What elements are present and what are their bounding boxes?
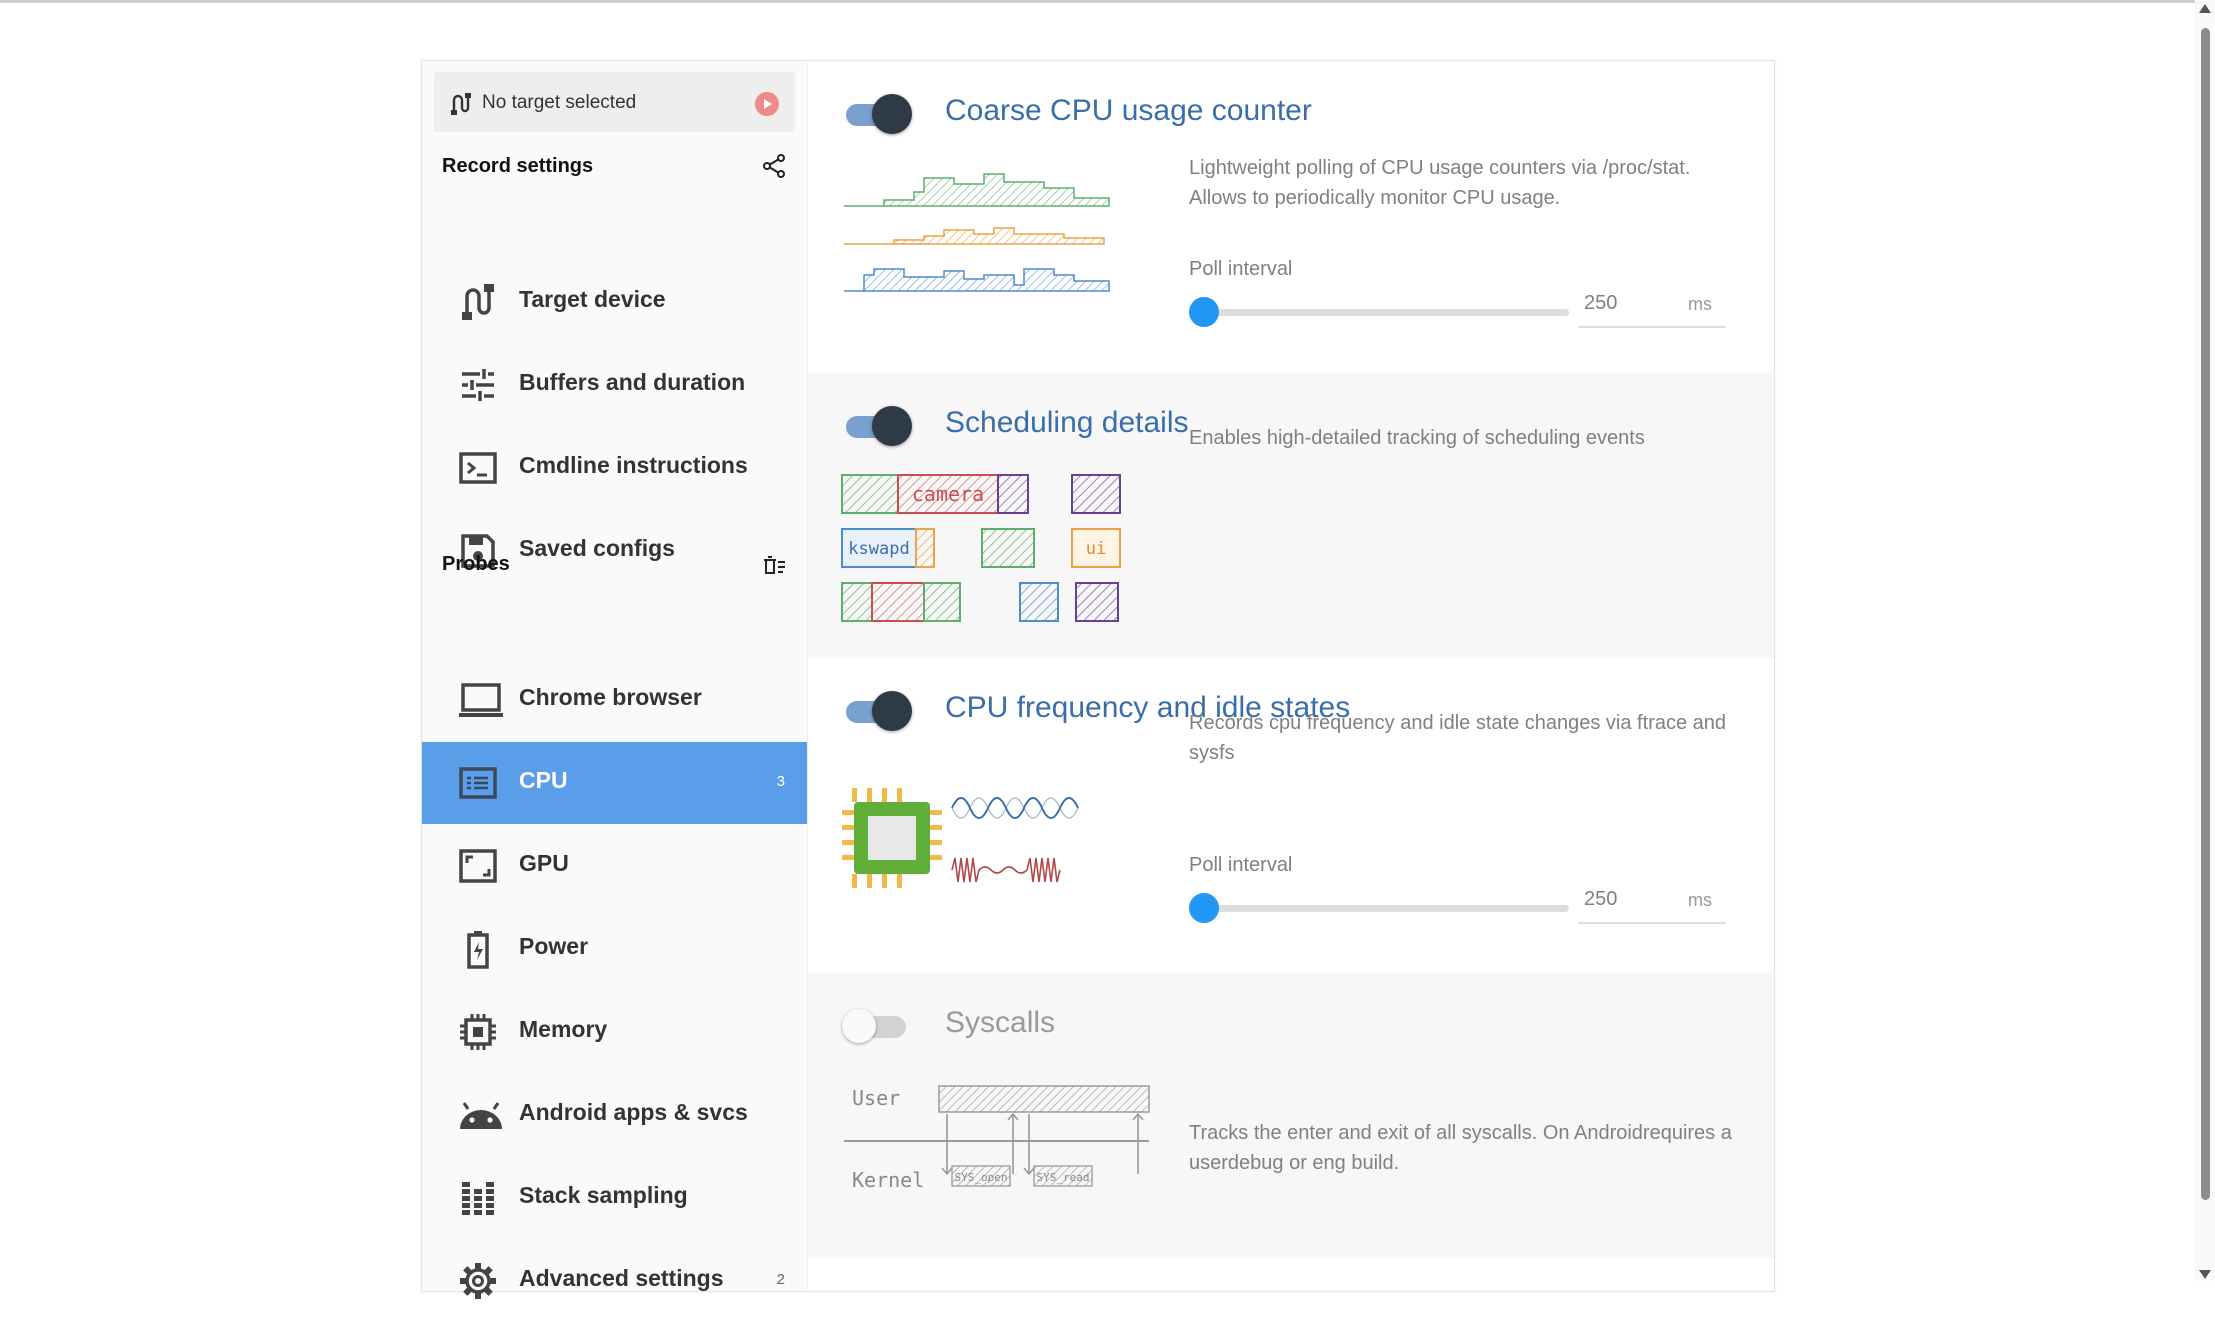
probe-description: Tracks the enter and exit of all syscall…: [1189, 1122, 1732, 1174]
stack-icon: [458, 1178, 498, 1218]
scroll-down-icon[interactable]: [2199, 1270, 2211, 1279]
tune-icon: [458, 365, 498, 405]
cpu-frequency-toggle[interactable]: [842, 691, 912, 731]
sys-open-label: SYS_open: [955, 1171, 1008, 1184]
coarse-cpu-toggle[interactable]: [842, 94, 912, 134]
cpu-frequency-illustration: [842, 788, 1079, 888]
sidebar-item-label: Power: [519, 933, 589, 959]
share-icon[interactable]: [761, 153, 787, 179]
target-label: No target selected: [482, 92, 637, 113]
sidebar-item-label: Target device: [519, 286, 666, 312]
probe-title: Scheduling details: [945, 406, 1189, 439]
probe-syscalls: Syscalls User Kernel SYS_open SYS_: [808, 973, 1774, 1258]
probe-title: CPU frequency and idle states: [945, 691, 1351, 724]
syscalls-illustration: User Kernel SYS_open SYS_read: [844, 1085, 1150, 1192]
clear-probes-icon[interactable]: [761, 552, 787, 578]
sidebar-item-advanced-settings[interactable]: Advanced settings 2: [422, 1240, 807, 1322]
scrollbar-thumb[interactable]: [2201, 28, 2210, 1200]
sidebar-item-label: Chrome browser: [519, 684, 702, 710]
memory-chip-icon: [458, 1012, 498, 1052]
syscalls-toggle[interactable]: [842, 1006, 910, 1046]
cpu-usage-illustration: [844, 173, 1110, 292]
battery-icon: [458, 929, 498, 969]
poll-interval-unit: ms: [1688, 294, 1712, 314]
sidebar-item-label: Advanced settings: [519, 1265, 724, 1291]
sidebar-item-label: CPU: [519, 767, 568, 793]
sidebar-item-label: Android apps & svcs: [519, 1099, 748, 1125]
probe-description: Records cpu frequency and idle state cha…: [1189, 712, 1726, 764]
scheduling-illustration: camera kswapd ui: [841, 474, 1121, 622]
sidebar-item-cpu[interactable]: CPU 3: [422, 742, 807, 824]
sidebar-item-memory[interactable]: Memory: [422, 991, 807, 1073]
gpu-icon: [458, 846, 498, 886]
poll-interval-slider[interactable]: [1189, 893, 1569, 923]
ui-label: ui: [1086, 539, 1106, 559]
probe-description: Lightweight polling of CPU usage counter…: [1189, 157, 1691, 209]
probes-header: Probes: [442, 553, 510, 575]
probe-description: Enables high-detailed tracking of schedu…: [1189, 427, 1645, 449]
camera-label: camera: [912, 482, 984, 506]
poll-interval-input[interactable]: 250 ms: [1578, 882, 1726, 924]
poll-interval-value: 250: [1584, 292, 1618, 314]
probe-list: Coarse CPU usage counter Lightweight pol…: [808, 61, 1774, 1291]
slider-thumb[interactable]: [1189, 297, 1219, 327]
sidebar-item-label: Buffers and duration: [519, 369, 746, 395]
poll-interval-label: Poll interval: [1189, 258, 1293, 280]
sidebar: No target selected Record settings Targe…: [422, 61, 808, 1299]
page-scrollbar[interactable]: [2195, 0, 2215, 1281]
scroll-up-icon[interactable]: [2199, 4, 2211, 13]
sidebar-item-saved-configs[interactable]: Saved configs: [422, 510, 807, 592]
cable-icon: [450, 92, 474, 121]
probe-scheduling-details: Scheduling details: [808, 373, 1774, 658]
terminal-icon: [458, 448, 498, 488]
sidebar-item-label: Stack sampling: [519, 1182, 688, 1208]
target-device-icon: [458, 282, 498, 322]
sidebar-item-chrome-browser[interactable]: Chrome browser: [422, 659, 807, 741]
scheduling-toggle[interactable]: [842, 406, 912, 446]
target-selector[interactable]: No target selected: [434, 72, 795, 132]
start-recording-button[interactable]: [755, 92, 779, 116]
probe-coarse-cpu-usage: Coarse CPU usage counter Lightweight pol…: [808, 61, 1774, 373]
save-icon: [458, 531, 498, 571]
sidebar-item-label: GPU: [519, 850, 569, 876]
sys-read-label: SYS_read: [1037, 1171, 1090, 1184]
sidebar-item-label: Cmdline instructions: [519, 452, 748, 478]
record-settings-header: Record settings: [442, 155, 594, 177]
probe-title: Syscalls: [945, 1006, 1056, 1039]
sidebar-item-power[interactable]: Power: [422, 908, 807, 990]
laptop-icon: [458, 680, 503, 720]
poll-interval-slider[interactable]: [1189, 297, 1569, 327]
poll-interval-label: Poll interval: [1189, 854, 1293, 876]
slider-thumb[interactable]: [1189, 893, 1219, 923]
sidebar-item-cmdline[interactable]: Cmdline instructions: [422, 427, 807, 509]
sidebar-item-target-device[interactable]: Target device: [422, 261, 807, 343]
poll-interval-value: 250: [1584, 888, 1618, 910]
probe-count: 3: [776, 773, 785, 790]
top-divider: [0, 0, 2195, 3]
sidebar-item-gpu[interactable]: GPU: [422, 825, 807, 907]
gear-icon: [458, 1261, 498, 1301]
kernel-label: Kernel: [852, 1168, 924, 1192]
probe-title: Coarse CPU usage counter: [945, 94, 1312, 127]
probe-count: 2: [776, 1271, 785, 1288]
poll-interval-unit: ms: [1688, 890, 1712, 910]
record-page: No target selected Record settings Targe…: [421, 60, 1775, 1299]
sidebar-item-buffers[interactable]: Buffers and duration: [422, 344, 807, 426]
cpu-icon: [458, 763, 498, 803]
sidebar-item-label: Memory: [519, 1016, 608, 1042]
android-icon: [458, 1095, 502, 1135]
probe-cpu-frequency: CPU frequency and idle states Records cp…: [808, 658, 1774, 973]
user-label: User: [852, 1086, 900, 1110]
sidebar-item-stack-sampling[interactable]: Stack sampling: [422, 1157, 807, 1239]
kswapd-label: kswapd: [848, 539, 909, 559]
sidebar-item-label: Saved configs: [519, 535, 675, 561]
sidebar-item-android-apps[interactable]: Android apps & svcs: [422, 1074, 807, 1156]
poll-interval-input[interactable]: 250 ms: [1578, 286, 1726, 328]
